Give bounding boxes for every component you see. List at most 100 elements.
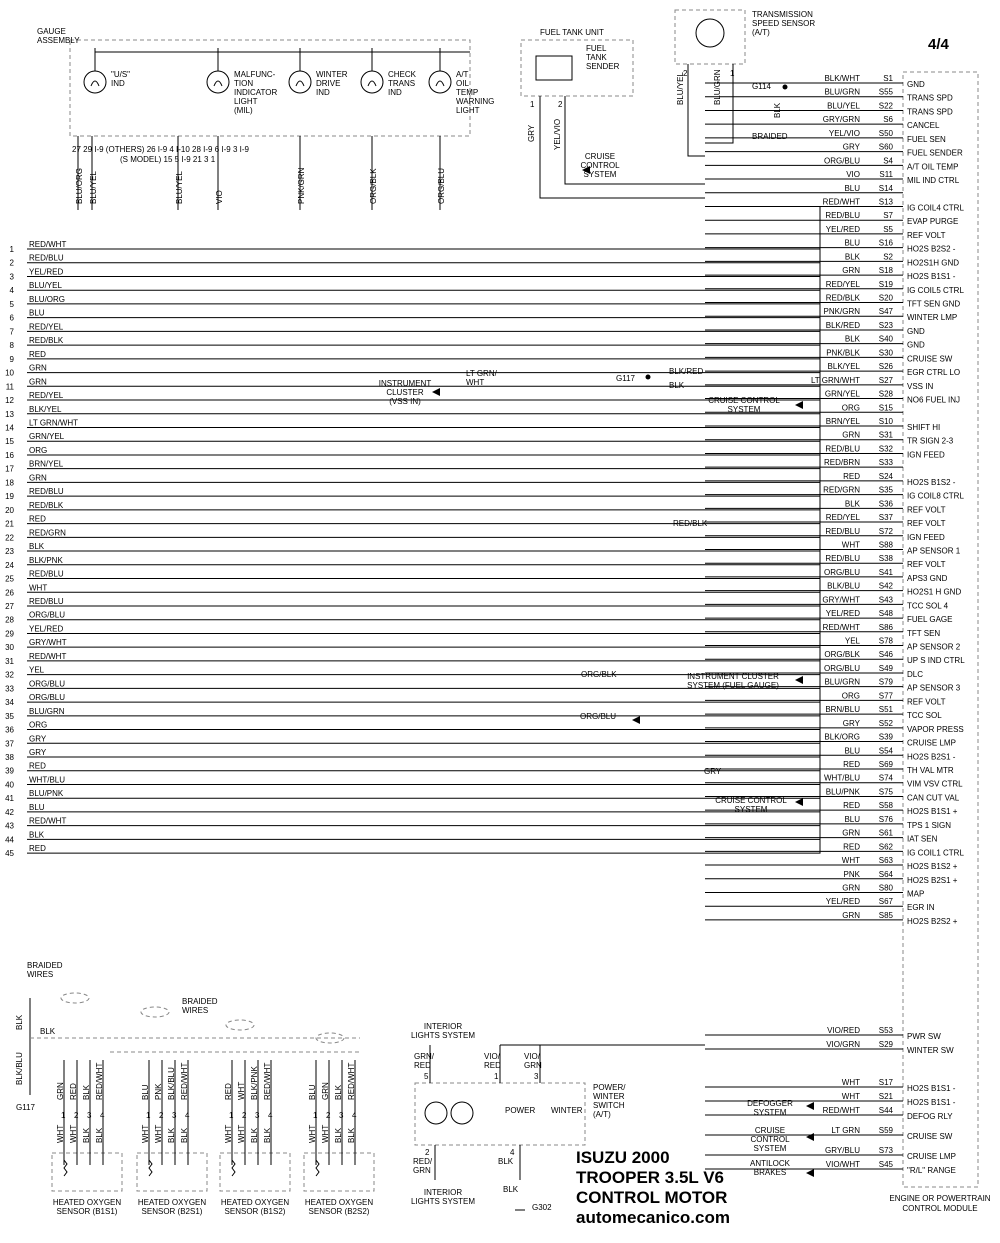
wire-color: WHT xyxy=(56,1125,65,1143)
shield-icon xyxy=(140,1006,170,1018)
pin-number: S67 xyxy=(879,897,894,906)
indicator-lamp-icon xyxy=(360,48,384,94)
title-line: TROOPER 3.5L V6 xyxy=(576,1168,725,1187)
wire-color: LT GRN xyxy=(831,1126,860,1135)
pin-number: 2 xyxy=(159,1111,164,1120)
harness-run xyxy=(98,426,821,470)
pin-function: WINTER SW xyxy=(907,1046,954,1055)
wire-color: RED/BLU xyxy=(825,527,860,536)
pin-number: S62 xyxy=(879,842,894,851)
harness-run xyxy=(102,247,821,291)
wire-number: 15 xyxy=(5,437,14,446)
wire-color: RED/BLU xyxy=(29,254,64,263)
pin-function: TFT SEN xyxy=(907,629,940,638)
pin-number: S32 xyxy=(879,444,894,453)
wire-color: GRN xyxy=(842,883,860,892)
shield-icon xyxy=(60,992,90,1004)
lamp-bulb-icon xyxy=(288,70,312,94)
harness-run xyxy=(98,714,821,758)
tss-wire xyxy=(705,64,734,144)
wire-number: 31 xyxy=(5,657,14,666)
pin-number: 3 xyxy=(87,1111,92,1120)
gauge-wire-color: ORG/BLU xyxy=(437,168,446,204)
lamp-bulb-icon xyxy=(360,70,384,94)
pin-number: S24 xyxy=(879,472,894,481)
wire-color: ORG/BLU xyxy=(824,568,860,577)
harness-run xyxy=(106,261,821,305)
wire-color: GRY xyxy=(29,734,47,743)
harness-run xyxy=(114,576,821,621)
wire-color: BLU/GRN xyxy=(824,88,860,97)
indicator-label: LIGHT xyxy=(234,97,258,106)
wire-color: WHT xyxy=(237,1082,246,1100)
harness-wires: 1RED/WHT2RED/BLU3YEL/RED4BLU/YEL5BLU/ORG… xyxy=(5,206,821,858)
wire-color: BLK xyxy=(82,1127,91,1143)
wire-color: BLK/WHT xyxy=(824,74,860,83)
gauge-wire-color: BLU/YEL xyxy=(175,171,184,204)
pin-function: TPS 1 SIGN xyxy=(907,821,951,830)
wire-number: 5 xyxy=(10,300,15,309)
wire-number: 40 xyxy=(5,780,14,789)
wire-color: GRN xyxy=(56,1082,65,1100)
wire-color: RED xyxy=(29,762,46,771)
indicator-label: OIL xyxy=(456,79,469,88)
wire-number: 20 xyxy=(5,506,14,515)
pin-function: TRANS SPD xyxy=(907,107,953,116)
pin-number: S52 xyxy=(879,719,894,728)
pin-function: IG COIL5 CTRL xyxy=(907,286,964,295)
wire-color: RED/WHT xyxy=(823,623,860,632)
pin-number: 2 xyxy=(425,1148,430,1157)
wire-color: BRN/YEL xyxy=(826,417,861,426)
fuel-sender-label: FUEL xyxy=(586,44,607,53)
harness-run xyxy=(94,220,821,264)
oxygen-sensor-label: HEATED OXYGEN xyxy=(221,1198,290,1207)
pin-number: S26 xyxy=(879,362,894,371)
wire-color: RED xyxy=(843,472,860,481)
gauge-wire-color: BLU/ORG xyxy=(75,168,84,204)
fuel-wire xyxy=(539,96,705,199)
antilock-label: ANTILOCK xyxy=(750,1159,791,1168)
wire-color: RED xyxy=(29,844,46,853)
pin-number: S4 xyxy=(883,156,893,165)
pin-number: S42 xyxy=(879,582,894,591)
wire-color: RED/BLU xyxy=(825,554,860,563)
pin-function: HO2S B2S2 - xyxy=(907,245,956,254)
wire-color: RED/BLU xyxy=(825,211,860,220)
pin-function: IGN FEED xyxy=(907,450,945,459)
pin-function: HO2S B2S2 + xyxy=(907,917,958,926)
pin-function: HO2S1 H GND xyxy=(907,588,961,597)
wire-color: YEL/VIO xyxy=(553,119,562,150)
braided-label: WIRES xyxy=(27,970,53,979)
oxygen-sensor-label: SENSOR (B1S2) xyxy=(225,1207,286,1216)
wire-color: YEL/VIO xyxy=(829,129,860,138)
cruise-control-label: CONTROL xyxy=(750,1135,790,1144)
arrow-icon xyxy=(795,798,803,806)
gauge-assembly-label: GAUGE xyxy=(37,27,66,36)
wire-color: BLU/GRN xyxy=(713,69,722,105)
indicator-label: DRIVE xyxy=(316,79,340,88)
power-switch-label: SWITCH xyxy=(593,1101,625,1110)
pin-number: S61 xyxy=(879,829,894,838)
wire-color: YEL/RED xyxy=(29,624,63,633)
wire-color: RED/YEL xyxy=(29,391,64,400)
pin-number: 3 xyxy=(255,1111,260,1120)
fuel-tank-unit-label: FUEL TANK UNIT xyxy=(540,28,604,37)
instrument-cluster-label: SYSTEM (FUEL GAUGE) xyxy=(687,681,779,690)
wire-number: 39 xyxy=(5,767,14,776)
lamp-bulb-icon xyxy=(428,70,452,94)
wire-number: 8 xyxy=(10,341,15,350)
pin-number: 1 xyxy=(313,1111,318,1120)
cruise-control-label: SYSTEM xyxy=(728,405,761,414)
wire-color: BLK xyxy=(773,102,782,118)
